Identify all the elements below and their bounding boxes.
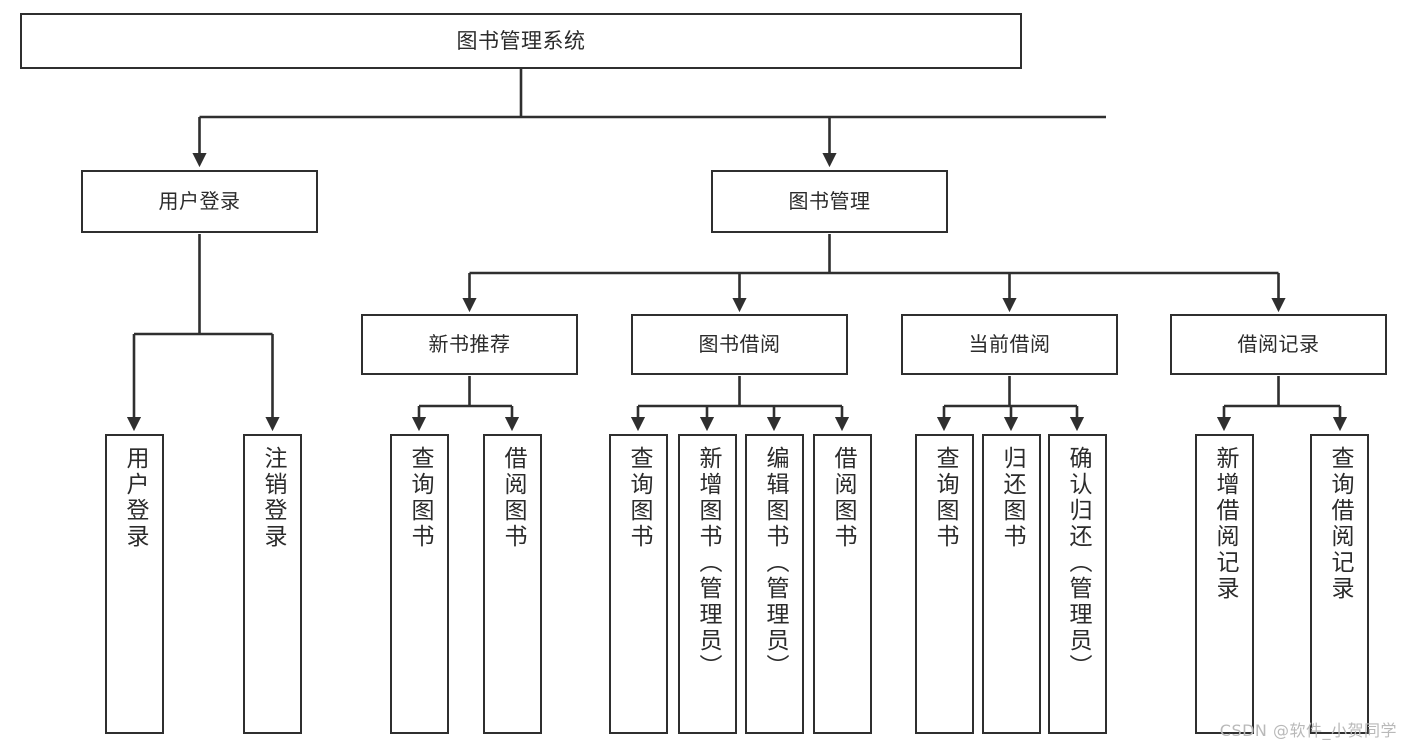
node-current-borrow-label: 当前借阅 [968,331,1051,356]
node-book-management[interactable]: 图书管理 [711,170,948,233]
leaf-borrow-query-book[interactable]: 查询图书 [609,434,668,734]
csdn-watermark: CSDN @软件_小贺同学 [1219,721,1397,740]
node-new-book-recommend[interactable]: 新书推荐 [361,314,578,375]
leaf-user-login-signin-label: 用户登录 [122,446,148,550]
leaf-borrow-query-book-label: 查询图书 [626,446,652,550]
node-borrow-record[interactable]: 借阅记录 [1170,314,1387,375]
leaf-current-query-book[interactable]: 查询图书 [915,434,974,734]
node-current-borrow[interactable]: 当前借阅 [901,314,1118,375]
leaf-new-book-borrow[interactable]: 借阅图书 [483,434,542,734]
node-borrow-record-label: 借阅记录 [1237,331,1320,356]
leaf-user-login-signout-label: 注销登录 [260,446,286,550]
node-book-management-label: 图书管理 [788,188,871,213]
node-user-login-label: 用户登录 [158,188,241,213]
leaf-borrow-borrow-book[interactable]: 借阅图书 [813,434,872,734]
node-root-system-label: 图书管理系统 [456,28,586,53]
leaf-record-query-record[interactable]: 查询借阅记录 [1310,434,1369,734]
leaf-record-add-record[interactable]: 新增借阅记录 [1195,434,1254,734]
leaf-record-query-record-label: 查询借阅记录 [1327,446,1353,602]
leaf-new-book-query[interactable]: 查询图书 [390,434,449,734]
leaf-current-confirm-return-admin[interactable]: 确认归还（管理员） [1048,434,1107,734]
leaf-record-add-record-label: 新增借阅记录 [1212,446,1238,602]
leaf-borrow-borrow-book-label: 借阅图书 [830,446,856,550]
leaf-user-login-signout[interactable]: 注销登录 [243,434,302,734]
leaf-current-query-book-label: 查询图书 [932,446,958,550]
leaf-new-book-borrow-label: 借阅图书 [500,446,526,550]
node-root-system[interactable]: 图书管理系统 [20,13,1022,69]
node-new-book-recommend-label: 新书推荐 [428,331,511,356]
node-book-borrow-label: 图书借阅 [698,331,781,356]
leaf-current-confirm-return-admin-label: 确认归还（管理员） [1065,446,1091,680]
node-user-login[interactable]: 用户登录 [81,170,318,233]
leaf-borrow-edit-book-admin-label: 编辑图书（管理员） [762,446,788,680]
leaf-user-login-signin[interactable]: 用户登录 [105,434,164,734]
node-book-borrow[interactable]: 图书借阅 [631,314,848,375]
leaf-borrow-add-book-admin[interactable]: 新增图书（管理员） [678,434,737,734]
leaf-borrow-edit-book-admin[interactable]: 编辑图书（管理员） [745,434,804,734]
leaf-new-book-query-label: 查询图书 [407,446,433,550]
leaf-borrow-add-book-admin-label: 新增图书（管理员） [695,446,721,680]
leaf-current-return-book[interactable]: 归还图书 [982,434,1041,734]
leaf-current-return-book-label: 归还图书 [999,446,1025,550]
